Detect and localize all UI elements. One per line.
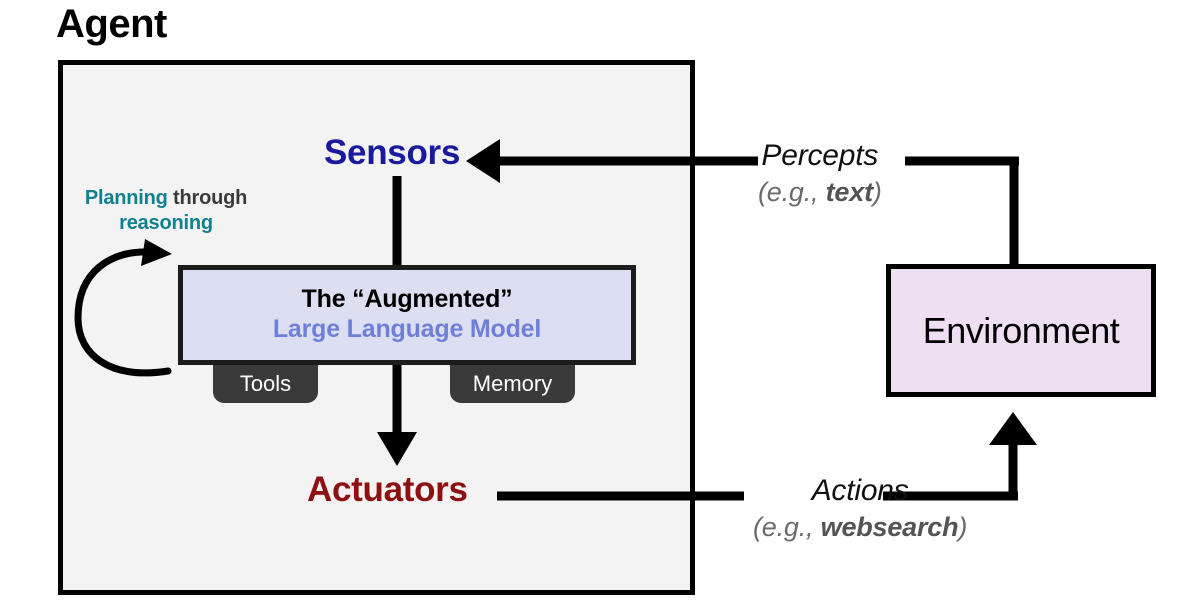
tools-chip[interactable]: Tools (213, 365, 318, 403)
percepts-label-group: Percepts (e.g., text) (758, 139, 882, 208)
percepts-example-suffix: ) (872, 176, 882, 207)
actions-example-emphasis: websearch (820, 511, 959, 542)
percepts-example-emphasis: text (825, 176, 873, 207)
percepts-example-prefix: (e.g., (758, 176, 826, 207)
agent-title: Agent (56, 2, 167, 46)
environment-box: Environment (886, 264, 1156, 397)
actions-main-label: Actions (811, 474, 909, 507)
llm-subtitle-line: Large Language Model (272, 315, 542, 344)
memory-chip[interactable]: Memory (450, 365, 575, 403)
percepts-example-label: (e.g., text) (758, 176, 882, 208)
arrowhead-actions-into-environment (989, 412, 1037, 445)
sensors-label: Sensors (324, 133, 461, 172)
environment-label: Environment (922, 309, 1120, 351)
augmented-llm-box: The “Augmented” Large Language Model (178, 265, 636, 365)
llm-title-line: The “Augmented” (301, 285, 513, 314)
percepts-main-label: Percepts (761, 139, 879, 172)
planning-word-reasoning: reasoning (119, 212, 213, 234)
planning-word-planning: Planning (84, 187, 168, 209)
planning-word-through: through (167, 187, 248, 209)
actions-example-prefix: (e.g., (753, 511, 821, 542)
actions-example-label: (e.g., websearch) (753, 511, 967, 543)
actions-label-group: Actions (e.g., websearch) (753, 474, 967, 543)
planning-caption: Planning through reasoning (66, 186, 266, 236)
actuators-label: Actuators (307, 470, 468, 509)
actions-example-suffix: ) (958, 511, 968, 542)
